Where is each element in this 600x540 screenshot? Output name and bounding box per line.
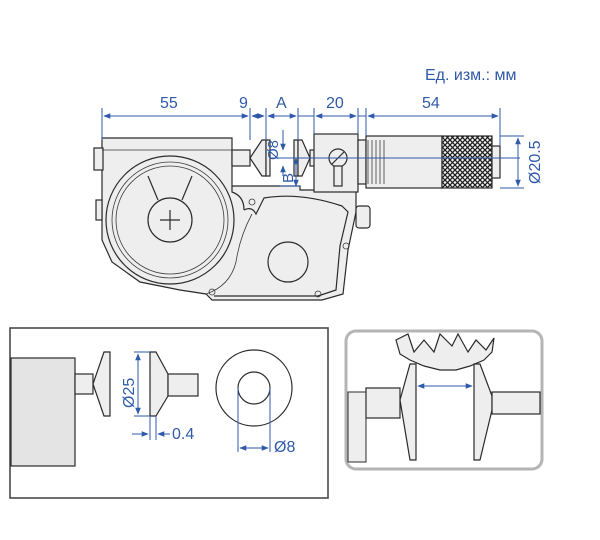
dial-outer-ring xyxy=(105,155,235,285)
thimble-scale xyxy=(367,140,385,184)
side-button-icon xyxy=(267,241,309,283)
dial-center xyxy=(147,197,193,243)
anvil-face-outer xyxy=(215,349,293,427)
dim-54: 54 xyxy=(422,95,440,112)
micrometer-body xyxy=(93,133,501,301)
knurled-thimble xyxy=(441,135,493,189)
detail-anvil-panel: Ø25 0.4 Ø8 xyxy=(9,327,329,499)
dim-d20-5: Ø20.5 xyxy=(527,140,544,184)
detail-d25: Ø25 xyxy=(121,378,138,408)
detail-d8-face: Ø8 xyxy=(274,439,295,456)
dim-b: B xyxy=(280,173,297,183)
dim-9: 9 xyxy=(239,95,248,112)
units-label: Ед. изм.: мм xyxy=(425,67,517,84)
dim-d8-spindle: Ø8 xyxy=(265,140,282,160)
dim-55: 55 xyxy=(160,95,178,112)
detail-gear-panel xyxy=(344,329,544,471)
dim-20: 20 xyxy=(326,95,344,112)
dim-a: A xyxy=(276,95,287,112)
top-dimensions: 55 9 A 20 54 Ø8 B Ø20.5 xyxy=(101,95,544,189)
detail-0-4: 0.4 xyxy=(172,426,194,443)
